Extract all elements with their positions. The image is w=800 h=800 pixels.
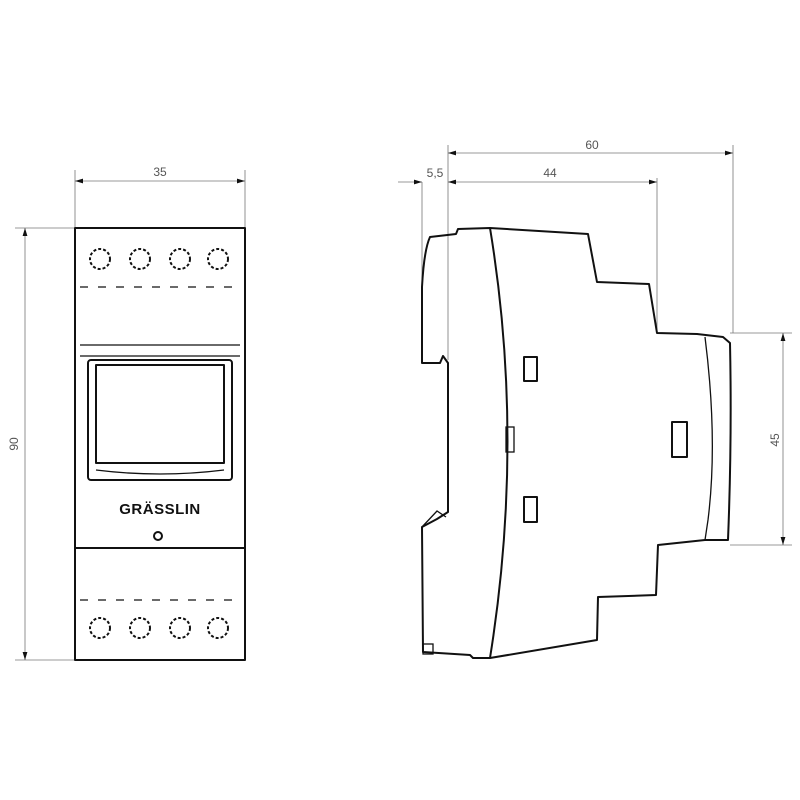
vent-slot xyxy=(523,496,538,523)
terminal-screw-icon xyxy=(207,617,229,639)
front-height-label: 45 xyxy=(768,433,782,447)
vent-slot xyxy=(523,356,538,382)
side-view: 60 44 5,5 45 xyxy=(398,138,792,659)
latch-clip xyxy=(505,426,515,453)
led-indicator xyxy=(153,531,163,541)
housing-outline xyxy=(74,227,246,661)
display-window xyxy=(95,364,225,464)
front-face-curve xyxy=(489,227,509,659)
side-profile-outline xyxy=(421,227,732,659)
terminal-screw-icon xyxy=(129,248,151,270)
brand-logo: GRÄSSLIN xyxy=(119,501,201,518)
terminal-screw-icon xyxy=(89,617,111,639)
terminal-screw-icon xyxy=(207,248,229,270)
front-view: 35 90 GRÄSSLIN xyxy=(7,165,246,661)
width-dimension-label: 35 xyxy=(153,165,167,179)
terminal-screw-icon xyxy=(89,248,111,270)
terminal-screw-icon xyxy=(169,248,191,270)
total-depth-label: 60 xyxy=(585,138,599,152)
terminal-screw-icon xyxy=(169,617,191,639)
terminal-screw-icon xyxy=(129,617,151,639)
bottom-terminals xyxy=(89,617,229,639)
body-depth-label: 44 xyxy=(543,166,557,180)
top-terminals xyxy=(89,248,229,270)
rail-offset-label: 5,5 xyxy=(427,166,444,180)
vent-slot xyxy=(671,421,688,458)
height-dimension-label: 90 xyxy=(7,437,21,451)
display-frame xyxy=(87,359,233,481)
